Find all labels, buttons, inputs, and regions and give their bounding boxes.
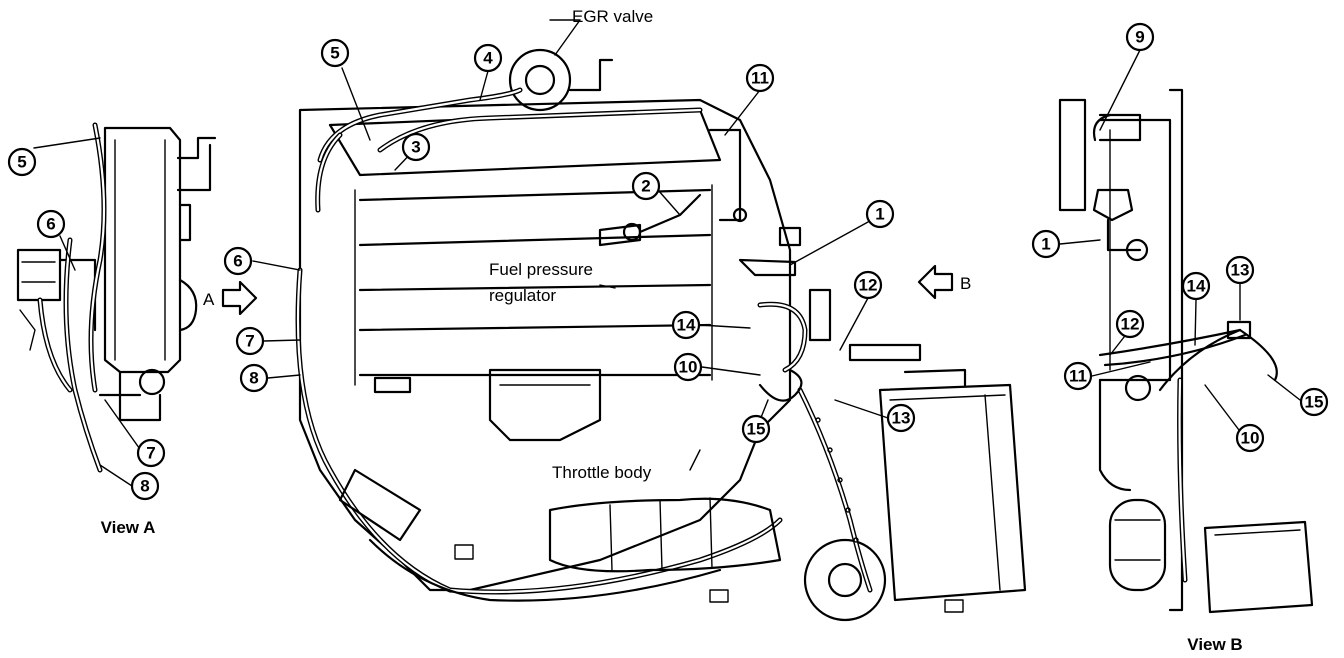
callout-5-main: 5 [320, 38, 350, 68]
callout-9-view-b: 9 [1125, 22, 1155, 52]
svg-text:2: 2 [641, 177, 650, 196]
callout-13-view-b: 13 [1225, 255, 1255, 285]
view-a-illustration [16, 122, 217, 473]
callout-12-main: 12 [853, 270, 883, 300]
svg-text:7: 7 [146, 444, 155, 463]
svg-text:4: 4 [483, 49, 493, 68]
svg-text:14: 14 [677, 316, 696, 335]
view-a-label: View A [101, 518, 156, 537]
callout-14-main: 14 [671, 310, 701, 340]
arrow-b-label: B [960, 274, 971, 293]
egr-valve-label: EGR valve [572, 7, 653, 26]
callout-5-view-a: 5 [7, 147, 37, 177]
callout-11-main: 11 [745, 63, 775, 93]
svg-text:5: 5 [330, 44, 339, 63]
svg-text:6: 6 [46, 215, 55, 234]
view-b-illustration [1058, 88, 1314, 614]
leader-lines [33, 19, 1301, 487]
svg-text:12: 12 [859, 276, 878, 295]
callout-10-main: 10 [673, 352, 703, 382]
callout-1-main: 1 [865, 199, 895, 229]
view-b-label: View B [1187, 635, 1242, 654]
arrow-a-label: A [203, 290, 215, 309]
view-a-arrow-icon [221, 280, 258, 316]
svg-text:13: 13 [1231, 261, 1250, 280]
callout-11-view-b: 11 [1063, 361, 1093, 391]
svg-text:10: 10 [679, 358, 698, 377]
svg-text:1: 1 [875, 205, 884, 224]
callout-2-main: 2 [631, 171, 661, 201]
callout-8-view-a: 8 [130, 471, 160, 501]
svg-text:15: 15 [1305, 393, 1324, 412]
callout-12-view-b: 12 [1115, 309, 1145, 339]
svg-text:13: 13 [892, 409, 911, 428]
callout-15-main: 15 [741, 414, 771, 444]
svg-text:5: 5 [17, 153, 26, 172]
main-engine-illustration [295, 48, 1027, 622]
callout-1-view-b: 1 [1031, 229, 1061, 259]
svg-text:6: 6 [233, 252, 242, 271]
callout-7-main: 7 [235, 326, 265, 356]
svg-text:15: 15 [747, 420, 766, 439]
svg-text:8: 8 [140, 477, 149, 496]
svg-text:3: 3 [411, 138, 420, 157]
svg-text:10: 10 [1241, 429, 1260, 448]
svg-text:9: 9 [1135, 28, 1144, 47]
fuel-pressure-label: Fuel pressure [489, 260, 593, 279]
svg-text:14: 14 [1187, 277, 1206, 296]
callout-14-view-b: 14 [1181, 271, 1211, 301]
callout-15-view-b: 15 [1299, 387, 1329, 417]
callout-10-view-b: 10 [1235, 423, 1265, 453]
callout-7-view-a: 7 [136, 438, 166, 468]
svg-text:8: 8 [249, 369, 258, 388]
callout-6-view-a: 6 [36, 209, 66, 239]
svg-text:1: 1 [1041, 235, 1050, 254]
view-b-arrow-icon [917, 264, 954, 300]
callout-3-main: 3 [401, 132, 431, 162]
regulator-label: regulator [489, 286, 556, 305]
svg-text:12: 12 [1121, 315, 1140, 334]
callout-8-main: 8 [239, 363, 269, 393]
svg-text:7: 7 [245, 332, 254, 351]
callout-4-main: 4 [473, 43, 503, 73]
callout-13-main: 13 [886, 403, 916, 433]
svg-text:11: 11 [751, 69, 769, 88]
callout-6-main: 6 [223, 246, 253, 276]
throttle-body-label: Throttle body [552, 463, 652, 482]
svg-text:11: 11 [1069, 367, 1087, 386]
